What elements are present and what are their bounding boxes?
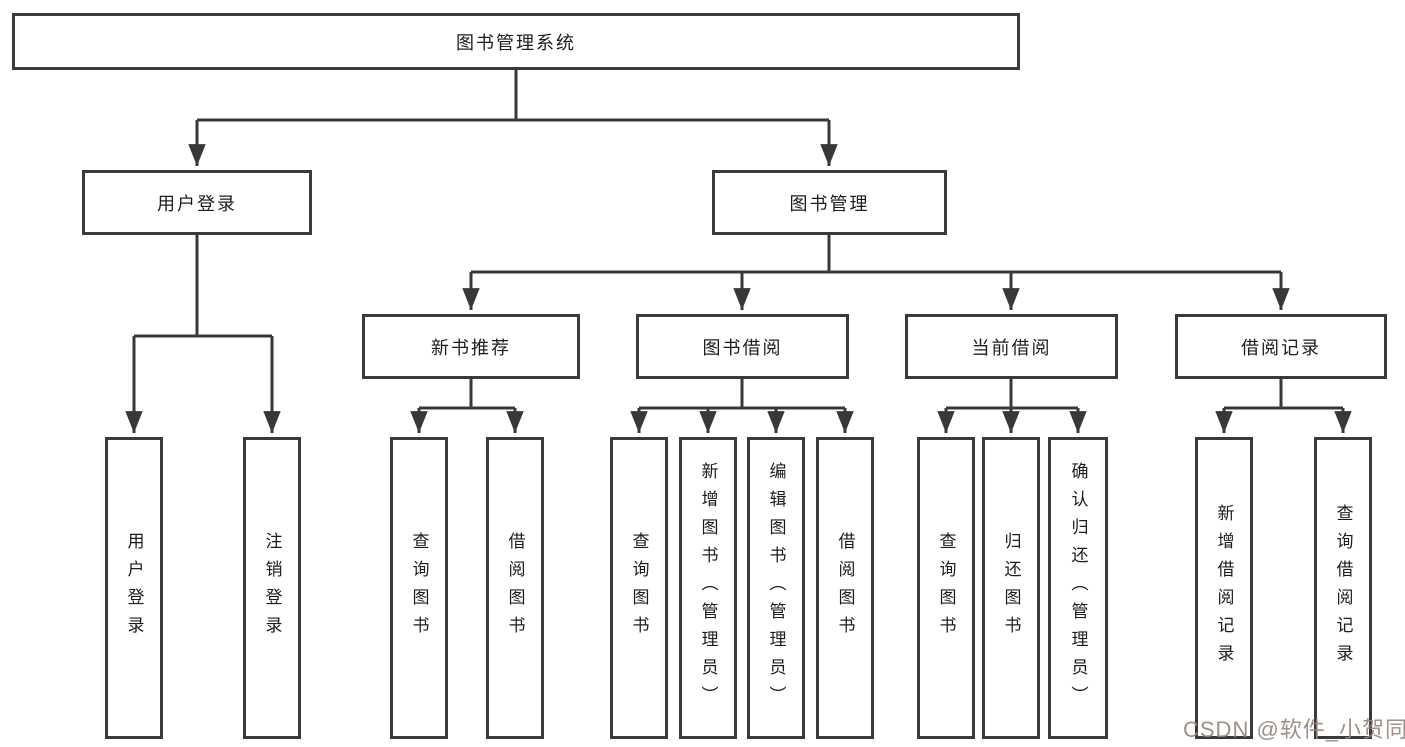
node-borrow-records: 借阅记录 (1175, 314, 1387, 379)
leaf-label: 查询借阅记录 (1333, 504, 1353, 672)
node-label: 新书推荐 (431, 337, 511, 358)
leaf-query-borrow-record: 查询借阅记录 (1314, 437, 1372, 739)
node-book-borrow: 图书借阅 (636, 314, 849, 379)
leaf-label: 用户登录 (124, 532, 144, 644)
leaf-label: 借阅图书 (505, 532, 525, 644)
leaf-logout: 注销登录 (243, 437, 301, 739)
leaf-label: 确认归还（管理员） (1068, 462, 1088, 714)
leaf-label: 编辑图书（管理员） (766, 462, 786, 714)
node-label: 图书管理系统 (456, 32, 576, 53)
leaf-label: 新增图书（管理员） (698, 462, 718, 714)
leaf-add-borrow-record: 新增借阅记录 (1195, 437, 1253, 739)
node-current-borrow: 当前借阅 (905, 314, 1118, 379)
leaf-add-books-admin: 新增图书（管理员） (679, 437, 737, 739)
leaf-borrow-books-recommend: 借阅图书 (486, 437, 544, 739)
node-label: 图书借阅 (702, 337, 783, 358)
leaf-label: 新增借阅记录 (1214, 504, 1234, 672)
node-label: 图书管理 (789, 193, 870, 214)
leaf-borrow-books: 借阅图书 (816, 437, 874, 739)
leaf-label: 借阅图书 (835, 532, 855, 644)
node-new-book-recommend: 新书推荐 (362, 314, 580, 379)
leaf-label: 查询图书 (936, 532, 956, 644)
leaf-label: 查询图书 (409, 532, 429, 644)
leaf-label: 注销登录 (262, 532, 282, 644)
leaf-label: 查询图书 (629, 532, 649, 644)
leaf-return-books: 归还图书 (982, 437, 1040, 739)
leaf-confirm-return-admin: 确认归还（管理员） (1048, 437, 1108, 739)
node-book-management: 图书管理 (712, 170, 947, 235)
node-label: 借阅记录 (1241, 337, 1321, 358)
csdn-watermark: CSDN @软件_小贺同学 (1183, 717, 1405, 742)
node-label: 当前借阅 (971, 337, 1052, 358)
leaf-query-books-recommend: 查询图书 (390, 437, 448, 739)
node-label: 用户登录 (157, 193, 237, 214)
leaf-label: 归还图书 (1001, 532, 1021, 644)
leaf-query-books-borrow: 查询图书 (610, 437, 668, 739)
node-user-login: 用户登录 (82, 170, 312, 235)
leaf-edit-books-admin: 编辑图书（管理员） (747, 437, 805, 739)
leaf-query-books-current: 查询图书 (917, 437, 975, 739)
node-library-management-system: 图书管理系统 (12, 13, 1020, 70)
leaf-user-login: 用户登录 (105, 437, 163, 739)
